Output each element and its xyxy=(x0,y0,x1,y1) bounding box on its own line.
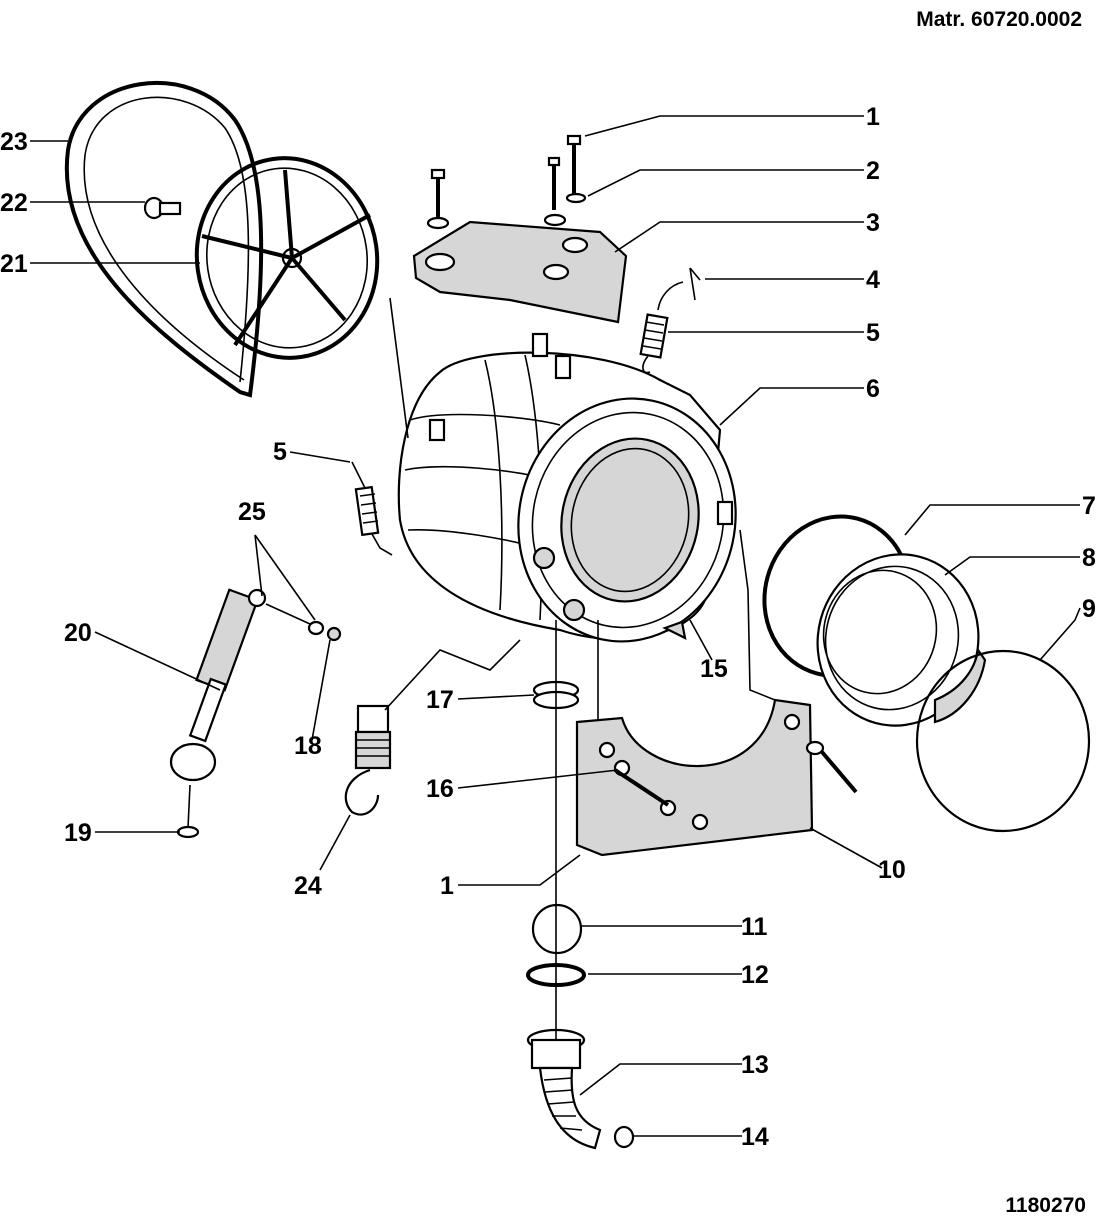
callout-23: 23 xyxy=(0,128,28,156)
callout-17: 17 xyxy=(426,686,454,714)
callout-25: 25 xyxy=(238,498,266,526)
drawing-number: 1180270 xyxy=(1005,1194,1086,1217)
washing-tub-part xyxy=(397,332,737,643)
absorber-pin-part xyxy=(176,825,200,839)
callout-9: 9 xyxy=(1082,595,1096,623)
callout-4: 4 xyxy=(866,266,880,294)
callout-21: 21 xyxy=(0,250,28,278)
spring-hook-part xyxy=(689,267,701,301)
door-clamp-ring-part xyxy=(915,649,1091,833)
callout-14: 14 xyxy=(741,1123,769,1151)
callout-2: 2 xyxy=(866,157,880,185)
material-code: Matr. 60720.0002 xyxy=(916,8,1082,31)
drive-belt-part xyxy=(64,80,264,398)
callout-8: 8 xyxy=(1082,544,1096,572)
callout-7: 7 xyxy=(1082,492,1096,520)
callout-3: 3 xyxy=(866,209,880,237)
callout-6: 6 xyxy=(866,375,880,403)
callout-10: 10 xyxy=(878,856,906,884)
tub-support-bracket-part xyxy=(575,698,858,857)
top-bolts-part xyxy=(426,134,587,230)
hose-plug-part xyxy=(613,1125,635,1149)
drain-valve-ball-part xyxy=(531,903,583,955)
tub-spring-upper-part xyxy=(639,281,684,374)
callout-15: 15 xyxy=(700,655,728,683)
callout-19: 19 xyxy=(64,819,92,847)
shock-absorber-part xyxy=(169,588,267,782)
absorber-bolt-part xyxy=(265,603,342,642)
drain-hose-part xyxy=(526,1028,602,1150)
callout-5: 5 xyxy=(866,319,880,347)
callout-18: 18 xyxy=(294,732,322,760)
leader-lines xyxy=(30,115,1081,1137)
callout-1-lower: 1 xyxy=(440,872,454,900)
callout-20: 20 xyxy=(64,619,92,647)
heating-element-part xyxy=(344,704,392,816)
callout-1: 1 xyxy=(866,103,880,131)
callout-5-lower: 5 xyxy=(273,438,287,466)
counterweight-bracket-part xyxy=(412,220,628,324)
callout-labels: 1 2 3 4 5 6 7 8 9 10 11 12 13 14 15 16 1… xyxy=(0,103,1096,1151)
door-seal-part xyxy=(816,553,987,727)
callout-11: 11 xyxy=(741,913,768,941)
callout-12: 12 xyxy=(741,961,769,989)
pulley-bolt-part xyxy=(143,196,182,220)
callout-24: 24 xyxy=(294,872,322,900)
callout-22: 22 xyxy=(0,189,28,217)
callout-16: 16 xyxy=(426,775,454,803)
tub-spring-lower-part xyxy=(351,461,393,556)
drum-pulley-part xyxy=(194,156,380,360)
callout-13: 13 xyxy=(741,1051,769,1079)
